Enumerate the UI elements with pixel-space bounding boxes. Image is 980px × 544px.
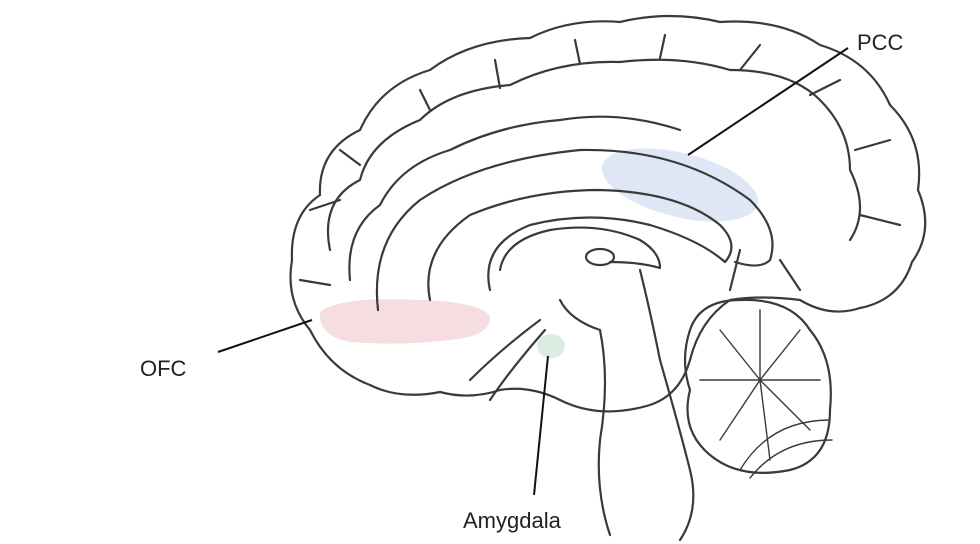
amygdala-region [537, 334, 565, 358]
amygdala-leader-line [533, 355, 549, 496]
cerebellum [683, 298, 832, 474]
ofc-region [319, 299, 491, 344]
pcc-leader-line [687, 47, 849, 156]
ofc-label: OFC [140, 356, 187, 381]
pcc-region [601, 148, 759, 222]
pcc-label: PCC [857, 30, 904, 55]
amygdala-label: Amygdala [463, 508, 561, 533]
cortex-outline [289, 14, 927, 413]
ofc-leader-line [217, 319, 313, 353]
